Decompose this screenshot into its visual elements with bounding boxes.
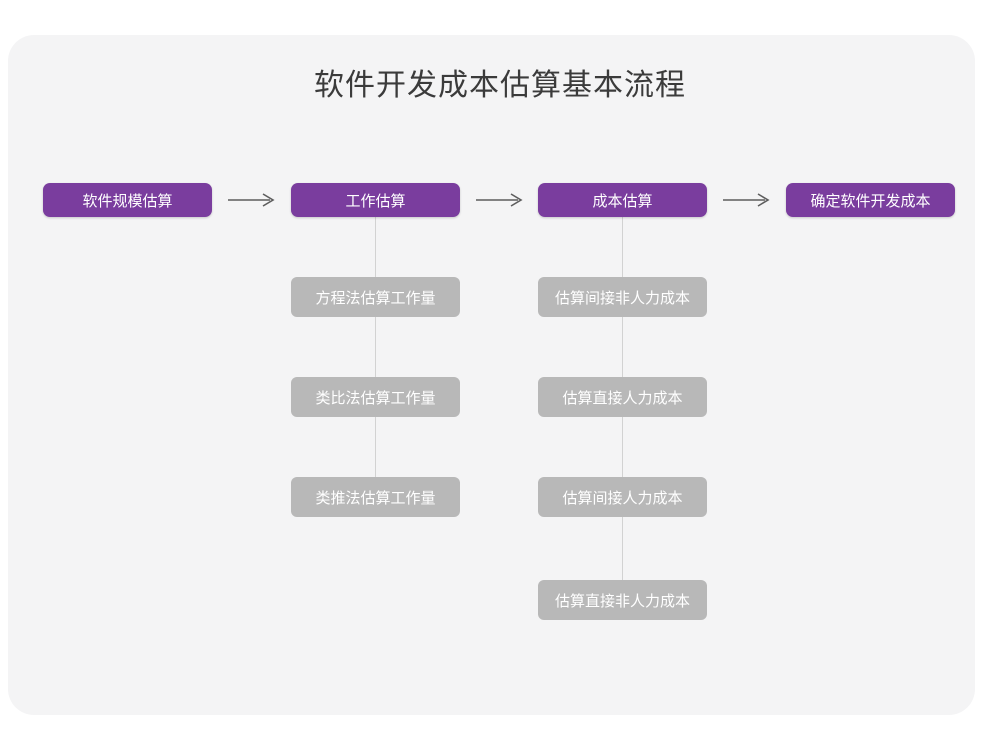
branch-item-label: 方程法估算工作量: [315, 289, 436, 307]
branch-item-equation-method[interactable]: 方程法估算工作量: [291, 277, 460, 317]
flow-step-software-scale-estimation[interactable]: 软件规模估算: [43, 183, 212, 217]
connector-line-work-branch: [375, 216, 376, 497]
branch-item-label: 类推法估算工作量: [315, 489, 436, 507]
branch-item-label: 估算直接人力成本: [562, 389, 683, 407]
flow-arrow-2: [472, 186, 528, 214]
diagram-card: [8, 35, 975, 715]
branch-item-direct-nonlabor-cost[interactable]: 估算直接非人力成本: [538, 580, 707, 620]
branch-item-direct-labor-cost[interactable]: 估算直接人力成本: [538, 377, 707, 417]
flow-step-label: 工作估算: [345, 192, 406, 210]
flow-step-label: 成本估算: [592, 192, 653, 210]
flow-step-work-estimation[interactable]: 工作估算: [291, 183, 460, 217]
branch-item-analogy-method[interactable]: 类比法估算工作量: [291, 377, 460, 417]
flow-step-label: 软件规模估算: [82, 192, 173, 210]
branch-item-analogical-method[interactable]: 类推法估算工作量: [291, 477, 460, 517]
branch-item-label: 估算直接非人力成本: [554, 592, 690, 610]
branch-item-indirect-nonlabor-cost[interactable]: 估算间接非人力成本: [538, 277, 707, 317]
flow-arrow-1: [224, 186, 280, 214]
branch-item-label: 估算间接人力成本: [562, 489, 683, 507]
page-title: 软件开发成本估算基本流程: [314, 69, 686, 102]
flow-arrow-3: [719, 186, 775, 214]
flow-step-determine-development-cost[interactable]: 确定软件开发成本: [786, 183, 955, 217]
branch-item-label: 类比法估算工作量: [315, 389, 436, 407]
branch-item-label: 估算间接非人力成本: [554, 289, 690, 307]
branch-item-indirect-labor-cost[interactable]: 估算间接人力成本: [538, 477, 707, 517]
flow-step-cost-estimation[interactable]: 成本估算: [538, 183, 707, 217]
flow-step-label: 确定软件开发成本: [810, 192, 931, 210]
